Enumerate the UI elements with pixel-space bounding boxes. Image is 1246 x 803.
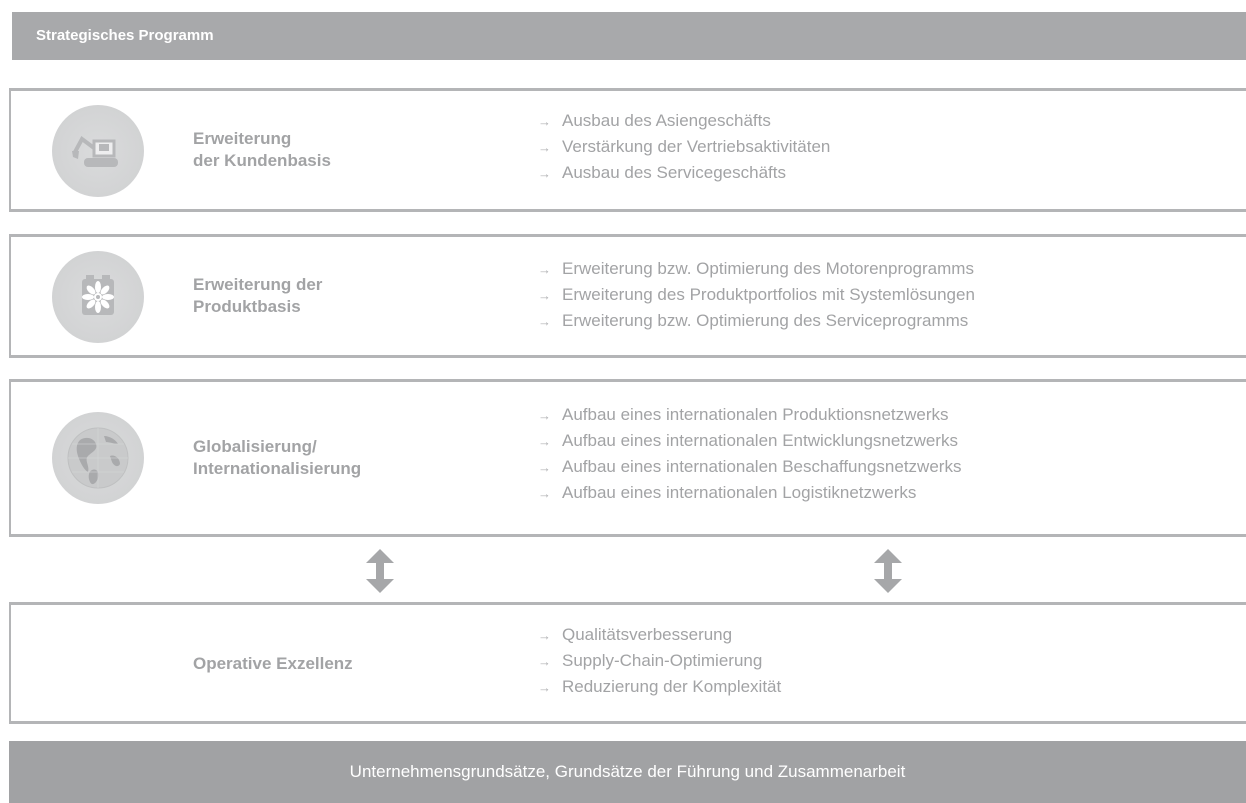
panel-title: Globalisierung/ Internationalisierung bbox=[193, 436, 361, 480]
list-item: → Supply-Chain-Optimierung bbox=[538, 648, 781, 674]
arrow-right-icon: → bbox=[538, 408, 551, 423]
list-item: → Aufbau eines internationalen Beschaffun… bbox=[538, 454, 961, 480]
panel-title: Erweiterung der Produktbasis bbox=[193, 274, 322, 318]
list-item-text: Reduzierung der Komplexität bbox=[562, 677, 782, 696]
arrow-right-icon: → bbox=[538, 114, 551, 129]
list-item-text: Verstärkung der Vertriebsaktivitäten bbox=[562, 137, 831, 156]
program-title: Strategisches Programm bbox=[36, 27, 214, 44]
panel-title-line: Erweiterung der bbox=[193, 275, 323, 294]
panel-operational-excellence: Operative Exzellenz → Qualitätsverbesseru… bbox=[9, 602, 1246, 724]
arrow-right-icon: → bbox=[538, 654, 551, 669]
panel-globalization: Globalisierung/ Internationalisierung → A… bbox=[9, 379, 1246, 537]
list-item: → Aufbau eines internationalen Logistikne… bbox=[538, 480, 961, 506]
list-item-text: Aufbau eines internationalen Logistiknet… bbox=[562, 483, 917, 502]
list-item: → Qualitätsverbesserung bbox=[538, 622, 781, 648]
arrow-right-icon: → bbox=[538, 434, 551, 449]
list-item-text: Qualitätsverbesserung bbox=[562, 625, 733, 644]
excavator-icon bbox=[52, 105, 144, 197]
footer-principles: Unternehmensgrundsätze, Grundsätze der F… bbox=[9, 741, 1246, 803]
list-item: → Erweiterung des Produktportfolios mit S… bbox=[538, 282, 975, 308]
panel-title-line: Operative Exzellenz bbox=[193, 654, 353, 673]
bullet-list: → Aufbau eines internationalen Produktion… bbox=[538, 402, 961, 506]
list-item-text: Aufbau eines internationalen Entwicklung… bbox=[562, 431, 958, 450]
panel-title: Operative Exzellenz bbox=[193, 653, 353, 675]
panel-title-line: Internationalisierung bbox=[193, 459, 362, 478]
double-arrow-icon bbox=[874, 549, 902, 593]
footer-text: Unternehmensgrundsätze, Grundsätze der F… bbox=[349, 762, 906, 781]
panel-title-line: Erweiterung bbox=[193, 129, 292, 148]
panel-title-line: Produktbasis bbox=[193, 297, 301, 316]
list-item: → Erweiterung bzw. Optimierung des Motore… bbox=[538, 256, 975, 282]
list-item-text: Aufbau eines internationalen Beschaffung… bbox=[562, 457, 962, 476]
list-item: → Erweiterung bzw. Optimierung des Servic… bbox=[538, 308, 975, 334]
arrow-right-icon: → bbox=[538, 680, 551, 695]
bullet-list: → Qualitätsverbesserung → Supply-Chain-Opt… bbox=[538, 622, 781, 700]
engine-fan-icon bbox=[52, 251, 144, 343]
panel-customer-base: Erweiterung der Kundenbasis → Ausbau des … bbox=[9, 88, 1246, 212]
arrow-right-icon: → bbox=[538, 486, 551, 501]
bullet-list: → Erweiterung bzw. Optimierung des Motore… bbox=[538, 256, 975, 334]
globe-icon bbox=[52, 412, 144, 504]
arrow-right-icon: → bbox=[538, 314, 551, 329]
panel-product-base: Erweiterung der Produktbasis → Erweiterun… bbox=[9, 234, 1246, 358]
list-item: → Aufbau eines internationalen Entwicklun… bbox=[538, 428, 961, 454]
program-header: Strategisches Programm bbox=[12, 12, 1246, 60]
arrow-right-icon: → bbox=[538, 262, 551, 277]
arrow-right-icon: → bbox=[538, 140, 551, 155]
list-item: → Ausbau des Servicegeschäfts bbox=[538, 160, 830, 186]
panel-title: Erweiterung der Kundenbasis bbox=[193, 128, 331, 172]
panel-title-line: der Kundenbasis bbox=[193, 151, 331, 170]
list-item: → Aufbau eines internationalen Produktion… bbox=[538, 402, 961, 428]
double-arrow-icon bbox=[366, 549, 394, 593]
list-item-text: Supply-Chain-Optimierung bbox=[562, 651, 763, 670]
list-item: → Verstärkung der Vertriebsaktivitäten bbox=[538, 134, 830, 160]
list-item-text: Ausbau des Servicegeschäfts bbox=[562, 163, 786, 182]
bullet-list: → Ausbau des Asiengeschäfts → Verstärkung … bbox=[538, 108, 830, 186]
arrow-right-icon: → bbox=[538, 460, 551, 475]
arrow-right-icon: → bbox=[538, 288, 551, 303]
panel-title-line: Globalisierung/ bbox=[193, 437, 317, 456]
list-item-text: Erweiterung des Produktportfolios mit Sy… bbox=[562, 285, 975, 304]
list-item: → Reduzierung der Komplexität bbox=[538, 674, 781, 700]
list-item: → Ausbau des Asiengeschäfts bbox=[538, 108, 830, 134]
list-item-text: Ausbau des Asiengeschäfts bbox=[562, 111, 771, 130]
list-item-text: Erweiterung bzw. Optimierung des Service… bbox=[562, 311, 969, 330]
list-item-text: Erweiterung bzw. Optimierung des Motoren… bbox=[562, 259, 974, 278]
arrow-right-icon: → bbox=[538, 166, 551, 181]
list-item-text: Aufbau eines internationalen Produktions… bbox=[562, 405, 949, 424]
arrow-right-icon: → bbox=[538, 628, 551, 643]
